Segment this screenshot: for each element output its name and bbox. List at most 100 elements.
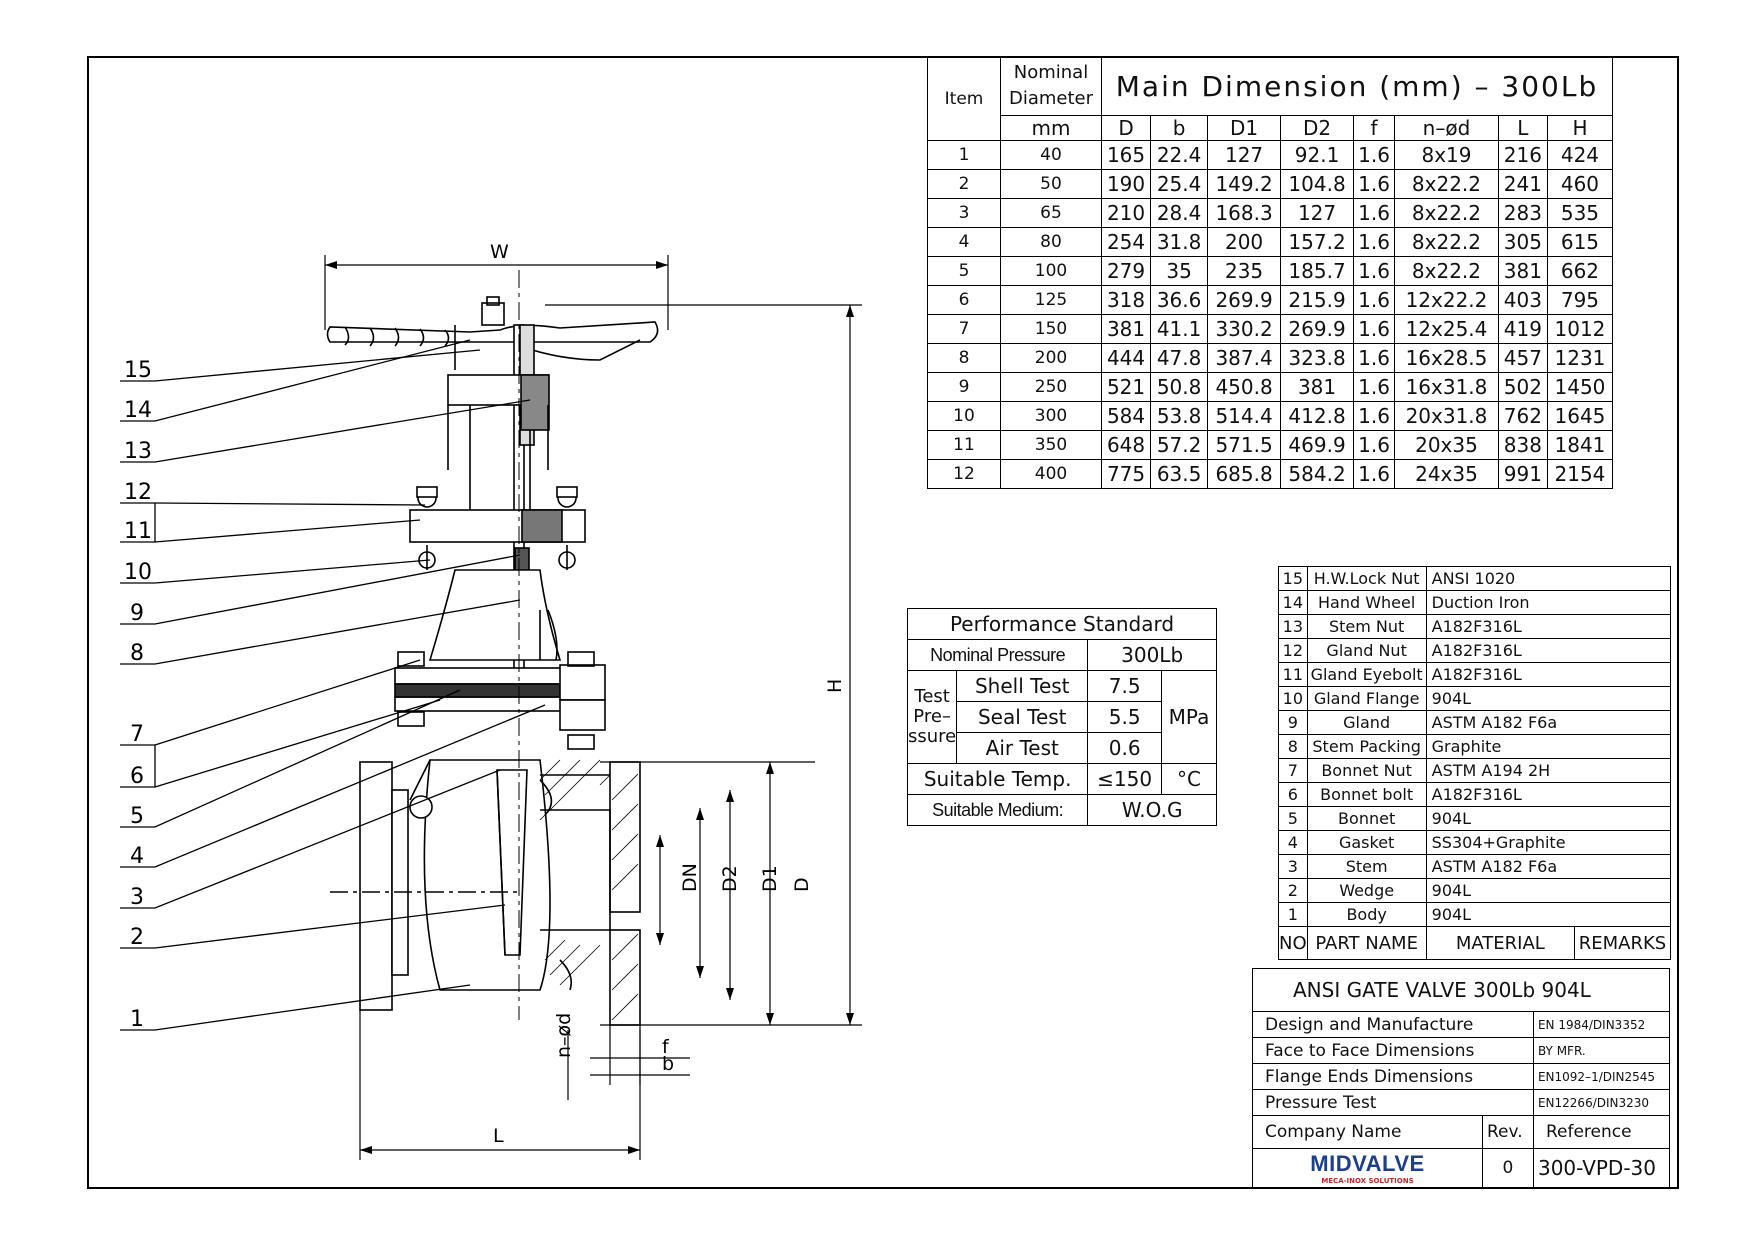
- dimension-cell-d: 165: [1100, 140, 1152, 170]
- dimension-cell-dn: 300: [1000, 401, 1102, 431]
- dimension-cell-nd: 20x35: [1394, 430, 1499, 460]
- dim-label-l: L: [493, 1125, 504, 1147]
- part-number: 4: [1278, 830, 1308, 855]
- parts-header-material: MATERIAL: [1425, 926, 1576, 960]
- part-name: Stem Nut: [1306, 614, 1427, 639]
- col-header-d: D: [1100, 115, 1152, 141]
- nominal-pressure-label: Nominal Pressure: [906, 639, 1089, 671]
- part-material: ASTM A182 F6a: [1425, 854, 1672, 879]
- part-number: 13: [1278, 614, 1308, 639]
- part-number: 1: [1278, 902, 1308, 927]
- dimension-cell-l: 403: [1497, 285, 1548, 315]
- dimension-cell-d: 279: [1100, 256, 1152, 286]
- dimension-cell-h: 1231: [1546, 343, 1614, 373]
- dimension-cell-l: 457: [1497, 343, 1548, 373]
- col-header-l: L: [1497, 115, 1548, 141]
- dimension-cell-h: 424: [1546, 140, 1614, 170]
- dimension-cell-dn: 350: [1000, 430, 1102, 460]
- parts-header-remarks: REMARKS: [1574, 926, 1671, 960]
- dimension-cell-item: 5: [927, 256, 1001, 286]
- dimension-cell-nd: 8x22.2: [1394, 256, 1499, 286]
- dimension-cell-h: 795: [1546, 285, 1614, 315]
- part-name: Body: [1306, 902, 1427, 927]
- dimension-cell-item: 11: [927, 430, 1001, 460]
- dimension-cell-d1: 149.2: [1207, 169, 1282, 199]
- dimension-cell-dn: 200: [1000, 343, 1102, 373]
- dimension-cell-h: 662: [1546, 256, 1614, 286]
- part-name: H.W.Lock Nut: [1306, 566, 1427, 591]
- callout-5: 5: [130, 804, 144, 829]
- part-number: 9: [1278, 710, 1308, 735]
- dimension-cell-nd: 12x25.4: [1394, 314, 1499, 344]
- dimension-cell-d2: 269.9: [1280, 314, 1355, 344]
- dim-label-b: b: [662, 1053, 674, 1075]
- dimension-cell-d1: 168.3: [1207, 198, 1282, 228]
- dimension-cell-nd: 8x22.2: [1394, 169, 1499, 199]
- dimension-cell-d: 521: [1100, 372, 1152, 402]
- part-name: Gasket: [1306, 830, 1427, 855]
- dimension-cell-nd: 16x28.5: [1394, 343, 1499, 373]
- part-number: 8: [1278, 734, 1308, 759]
- dimension-cell-d1: 269.9: [1207, 285, 1282, 315]
- dimension-cell-d: 775: [1100, 459, 1152, 489]
- dimension-cell-dn: 80: [1000, 227, 1102, 257]
- dimension-cell-l: 991: [1497, 459, 1548, 489]
- part-name: Stem: [1306, 854, 1427, 879]
- callout-8: 8: [130, 641, 144, 666]
- dimension-cell-b: 36.6: [1150, 285, 1209, 315]
- dimension-cell-item: 10: [927, 401, 1001, 431]
- dimension-cell-b: 25.4: [1150, 169, 1209, 199]
- unit-header: mm: [1000, 115, 1102, 141]
- tb-row-value: EN1092–1/DIN2545: [1532, 1063, 1671, 1090]
- dimension-cell-dn: 150: [1000, 314, 1102, 344]
- callout-1: 1: [130, 1007, 144, 1032]
- part-number: 10: [1278, 686, 1308, 711]
- dimension-cell-f: 1.6: [1353, 401, 1396, 431]
- dimension-cell-d: 254: [1100, 227, 1152, 257]
- dimension-cell-d2: 185.7: [1280, 256, 1355, 286]
- dimension-cell-f: 1.6: [1353, 285, 1396, 315]
- part-material: Duction Iron: [1425, 590, 1672, 615]
- dimension-cell-f: 1.6: [1353, 169, 1396, 199]
- dimension-cell-l: 283: [1497, 198, 1548, 228]
- dimension-cell-b: 50.8: [1150, 372, 1209, 402]
- dim-label-dn: DN: [679, 863, 701, 892]
- callout-9: 9: [130, 601, 144, 626]
- dimension-cell-d1: 235: [1207, 256, 1282, 286]
- dimension-cell-h: 1645: [1546, 401, 1614, 431]
- dimension-cell-d2: 157.2: [1280, 227, 1355, 257]
- part-name: Hand Wheel: [1306, 590, 1427, 615]
- dimension-cell-d2: 127: [1280, 198, 1355, 228]
- part-number: 15: [1278, 566, 1308, 591]
- dimension-cell-item: 8: [927, 343, 1001, 373]
- part-name: Bonnet bolt: [1306, 782, 1427, 807]
- reference-value: 300-VPD-30: [1532, 1148, 1671, 1188]
- dimension-cell-b: 31.8: [1150, 227, 1209, 257]
- dimension-cell-item: 12: [927, 459, 1001, 489]
- dimension-cell-dn: 125: [1000, 285, 1102, 315]
- dimension-cell-item: 3: [927, 198, 1001, 228]
- dimension-cell-d1: 330.2: [1207, 314, 1282, 344]
- part-number: 6: [1278, 782, 1308, 807]
- dimension-cell-f: 1.6: [1353, 227, 1396, 257]
- callout-2: 2: [130, 925, 144, 950]
- dimension-cell-d2: 584.2: [1280, 459, 1355, 489]
- dimension-cell-l: 419: [1497, 314, 1548, 344]
- part-material: ASTM A194 2H: [1425, 758, 1672, 783]
- part-number: 14: [1278, 590, 1308, 615]
- dimension-cell-d1: 450.8: [1207, 372, 1282, 402]
- item-header: Item: [927, 56, 1001, 141]
- dimension-cell-h: 2154: [1546, 459, 1614, 489]
- dimension-cell-d1: 387.4: [1207, 343, 1282, 373]
